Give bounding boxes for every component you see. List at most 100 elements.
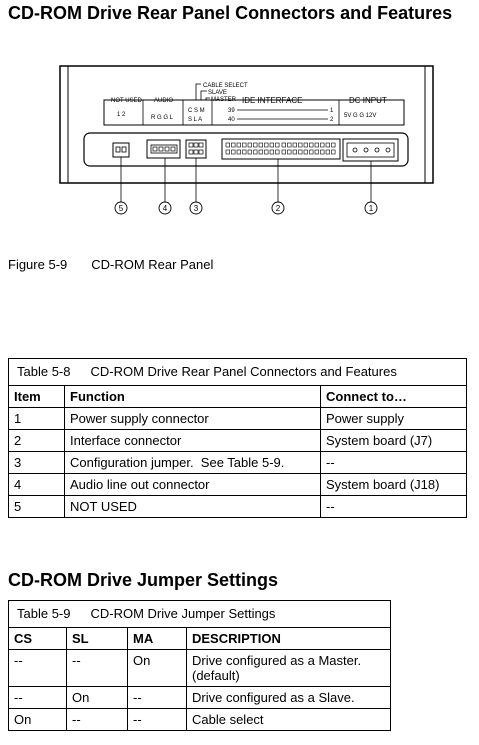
ide-pin xyxy=(225,149,230,155)
figure-caption-text: CD-ROM Rear Panel xyxy=(91,257,214,272)
not-used-pins-label: 1 2 xyxy=(117,112,126,118)
ide-pin xyxy=(298,149,303,155)
audio-label: AUDIO xyxy=(154,98,173,104)
cell-connect-to: Power supply xyxy=(320,407,467,430)
ide-pin xyxy=(320,142,325,148)
ide-pin xyxy=(253,149,258,155)
section-heading-rear-panel: CD-ROM Drive Rear Panel Connectors and F… xyxy=(8,3,453,23)
cell-function: Power supply connector xyxy=(64,407,321,430)
cell-sl: -- xyxy=(66,649,128,687)
ide-pin xyxy=(320,149,325,155)
cell-function: Audio line out connector xyxy=(64,473,321,496)
ide-pin xyxy=(242,149,247,155)
ide-pin xyxy=(314,142,319,148)
ide-pin xyxy=(231,149,236,155)
table-5-8-number: Table 5-8 xyxy=(17,364,71,379)
column-header-cs: CS xyxy=(8,627,67,650)
ide-pin xyxy=(231,142,236,148)
table-row: On -- -- Cable select xyxy=(8,708,391,731)
jumper-top-label: C S M xyxy=(188,108,205,114)
ide-pin xyxy=(247,142,252,148)
ide-pin xyxy=(309,142,314,148)
cell-description: Drive configured as a Master. (default) xyxy=(186,649,391,687)
table-row: -- -- On Drive configured as a Master. (… xyxy=(8,649,391,687)
ide-pin xyxy=(236,149,241,155)
cell-sl: On xyxy=(66,686,128,709)
ide-pin xyxy=(242,142,247,148)
cell-connect-to: -- xyxy=(320,451,467,474)
cell-item: 4 xyxy=(8,473,65,496)
ide-connector xyxy=(221,138,341,160)
slave-label: SLAVE xyxy=(208,90,227,96)
callout-2: 2 xyxy=(276,204,281,213)
dc-input-connector xyxy=(342,138,399,162)
column-header-connect-to: Connect to… xyxy=(320,385,467,408)
column-header-sl: SL xyxy=(66,627,128,650)
cell-ma: -- xyxy=(127,708,187,731)
ide-pin2-label: 2 xyxy=(330,117,334,123)
ide-pin xyxy=(292,142,297,148)
cell-connect-to: -- xyxy=(320,495,467,518)
ide-pin xyxy=(275,149,280,155)
ide-pin xyxy=(287,142,292,148)
cell-description: Cable select xyxy=(186,708,391,731)
column-header-description: DESCRIPTION xyxy=(186,627,391,650)
column-header-item: Item xyxy=(8,385,65,408)
callout-2-circle xyxy=(271,201,285,215)
jumper-bottom-label: S L A xyxy=(188,117,202,123)
ide-pin xyxy=(253,142,258,148)
dc-input-label: DC INPUT xyxy=(349,96,387,105)
callout-5: 5 xyxy=(119,204,124,213)
cell-ma: -- xyxy=(127,686,187,709)
cell-sl: -- xyxy=(66,708,128,731)
ide-pin xyxy=(314,149,319,155)
ide-pin xyxy=(275,142,280,148)
ide-pin xyxy=(269,149,274,155)
audio-connector xyxy=(146,139,181,159)
table-5-8: Table 5-8 CD-ROM Drive Rear Panel Connect… xyxy=(8,358,467,518)
ide-connector-pins xyxy=(225,142,336,155)
table-row: 2 Interface connector System board (J7) xyxy=(8,429,467,452)
cell-cs: On xyxy=(8,708,67,731)
ide-pin xyxy=(258,142,263,148)
ide-pin xyxy=(287,149,292,155)
table-row: 4 Audio line out connector System board … xyxy=(8,473,467,496)
ide-pin xyxy=(264,142,269,148)
cell-connect-to: System board (J7) xyxy=(320,429,467,452)
ide-pin xyxy=(225,142,230,148)
column-header-function: Function xyxy=(64,385,321,408)
ide-pin xyxy=(292,149,297,155)
column-header-ma: MA xyxy=(127,627,187,650)
cell-function: Interface connector xyxy=(64,429,321,452)
cell-item: 1 xyxy=(8,407,65,430)
rear-panel-diagram: CABLE SELECT SLAVE MASTER NOT USED 1 2 A… xyxy=(59,65,434,215)
cell-item: 5 xyxy=(8,495,65,518)
ide-pin xyxy=(331,149,336,155)
ide-pin xyxy=(325,149,330,155)
table-5-8-title-text: CD-ROM Drive Rear Panel Connectors and F… xyxy=(90,364,397,379)
panel-outline xyxy=(59,65,434,184)
ide-pin xyxy=(303,142,308,148)
cell-item: 2 xyxy=(8,429,65,452)
ide-pin xyxy=(298,142,303,148)
cell-item: 3 xyxy=(8,451,65,474)
cell-cs: -- xyxy=(8,649,67,687)
ide-pin1-label: 1 xyxy=(330,108,334,114)
table-5-9-number: Table 5-9 xyxy=(17,606,71,621)
cell-function: NOT USED xyxy=(64,495,321,518)
table-5-8-title: Table 5-8 CD-ROM Drive Rear Panel Connect… xyxy=(8,358,467,386)
table-row: 5 NOT USED -- xyxy=(8,495,467,518)
ide-pin xyxy=(325,142,330,148)
table-row: 3 Configuration jumper. See Table 5-9. -… xyxy=(8,451,467,474)
section-heading-jumper-settings: CD-ROM Drive Jumper Settings xyxy=(8,570,279,590)
ide-pin xyxy=(269,142,274,148)
ide-pin xyxy=(236,142,241,148)
not-used-label: NOT USED xyxy=(111,98,143,104)
connector-panel xyxy=(83,132,409,167)
ide-pin xyxy=(281,142,286,148)
ide-pin xyxy=(264,149,269,155)
ide-pin xyxy=(309,149,314,155)
ide-pin xyxy=(281,149,286,155)
